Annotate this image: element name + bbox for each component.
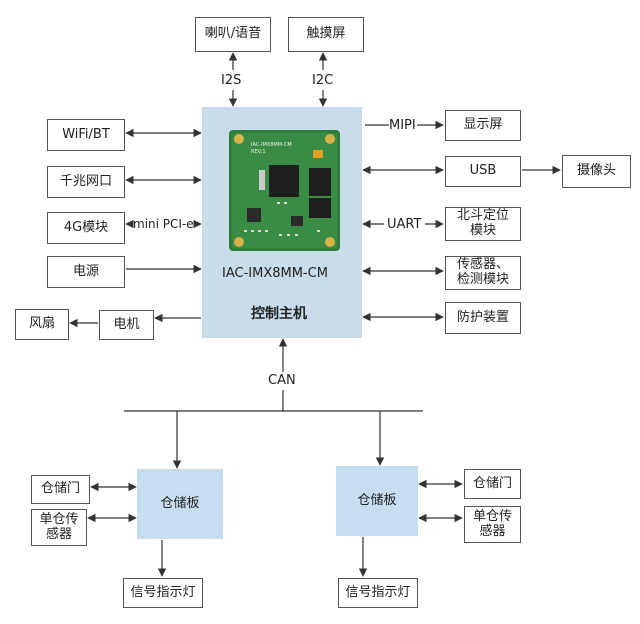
board-silkscreen: IAC-IMX8MM-CM: [251, 142, 292, 148]
right-signal-light-box: 信号指示灯: [338, 578, 418, 608]
gigabit-ethernet-box: 千兆网口: [47, 166, 125, 198]
left-unit-sensor-line2: 感器: [45, 526, 72, 542]
protection-device-box: 防护装置: [445, 302, 521, 334]
power-box: 电源: [47, 256, 125, 288]
mipi-label: MIPI: [389, 118, 416, 133]
motor-box: 电机: [99, 310, 154, 340]
wifi-bt-box: WiFi/BT: [47, 119, 125, 151]
right-signal-light-label: 信号指示灯: [345, 584, 411, 600]
uart-label: UART: [387, 217, 422, 232]
left-unit-sensor-box: 单仓传 感器: [31, 509, 87, 546]
left-unit-sensor-line1: 单仓传: [39, 511, 79, 527]
left-storage-door-box: 仓储门: [31, 475, 90, 504]
power-label: 电源: [72, 263, 99, 279]
left-signal-light-box: 信号指示灯: [123, 578, 203, 608]
storage-board-right: 仓储板: [336, 466, 418, 536]
beidou-line1: 北斗定位: [456, 208, 509, 224]
speaker-voice-label: 喇叭/语音: [204, 26, 262, 42]
left-signal-light-label: 信号指示灯: [130, 584, 196, 600]
camera-box: 摄像头: [562, 155, 631, 188]
sensor-module-label: 传感器、 检测模块: [456, 257, 509, 288]
usb-label: USB: [469, 163, 497, 179]
module-4g-box: 4G模块: [47, 212, 125, 244]
display-label: 显示屏: [463, 117, 503, 133]
storage-board-left-label: 仓储板: [160, 495, 200, 511]
i2c-label: I2C: [312, 73, 334, 88]
storage-board-right-label: 仓储板: [357, 492, 397, 508]
wifi-bt-label: WiFi/BT: [62, 126, 110, 142]
right-unit-sensor-label: 单仓传 感器: [472, 508, 512, 540]
beidou-line2: 模块: [469, 223, 496, 238]
right-unit-sensor-line2: 感器: [479, 523, 506, 539]
display-box: 显示屏: [445, 110, 521, 141]
host-title: 控制主机: [251, 306, 307, 322]
sensor-line2: 检测模块: [456, 272, 509, 287]
mini-pcie-label: mini PCI-e: [133, 217, 194, 231]
right-storage-door-label: 仓储门: [472, 475, 512, 491]
motor-label: 电机: [113, 316, 140, 332]
fan-label: 风扇: [28, 316, 55, 332]
beidou-module-box: 北斗定位 模块: [445, 207, 521, 241]
board-rev: REV:1: [251, 149, 266, 155]
sensor-line1: 传感器、: [456, 257, 509, 273]
protection-device-label: 防护装置: [456, 309, 509, 325]
right-storage-door-box: 仓储门: [464, 469, 521, 499]
beidou-module-label: 北斗定位 模块: [456, 208, 509, 239]
right-unit-sensor-box: 单仓传 感器: [464, 506, 521, 543]
som-board-image: IAC-IMX8MM-CM REV:1: [229, 130, 340, 251]
camera-label: 摄像头: [576, 163, 616, 179]
storage-board-left: 仓储板: [137, 469, 223, 539]
speaker-voice-box: 喇叭/语音: [195, 17, 271, 52]
touchscreen-label: 触摸屏: [306, 26, 346, 42]
right-unit-sensor-line1: 单仓传: [472, 508, 512, 524]
sensor-module-box: 传感器、 检测模块: [445, 256, 521, 290]
left-storage-door-label: 仓储门: [40, 481, 80, 497]
host-model-label: IAC-IMX8MM-CM: [222, 266, 328, 281]
fan-box: 风扇: [15, 309, 69, 340]
module-4g-label: 4G模块: [63, 219, 109, 235]
gigabit-ethernet-label: 千兆网口: [59, 173, 112, 189]
left-unit-sensor-label: 单仓传 感器: [39, 511, 79, 543]
can-label: CAN: [268, 373, 296, 388]
touchscreen-box: 触摸屏: [288, 17, 364, 52]
i2s-label: I2S: [221, 73, 242, 88]
usb-box: USB: [445, 156, 521, 187]
